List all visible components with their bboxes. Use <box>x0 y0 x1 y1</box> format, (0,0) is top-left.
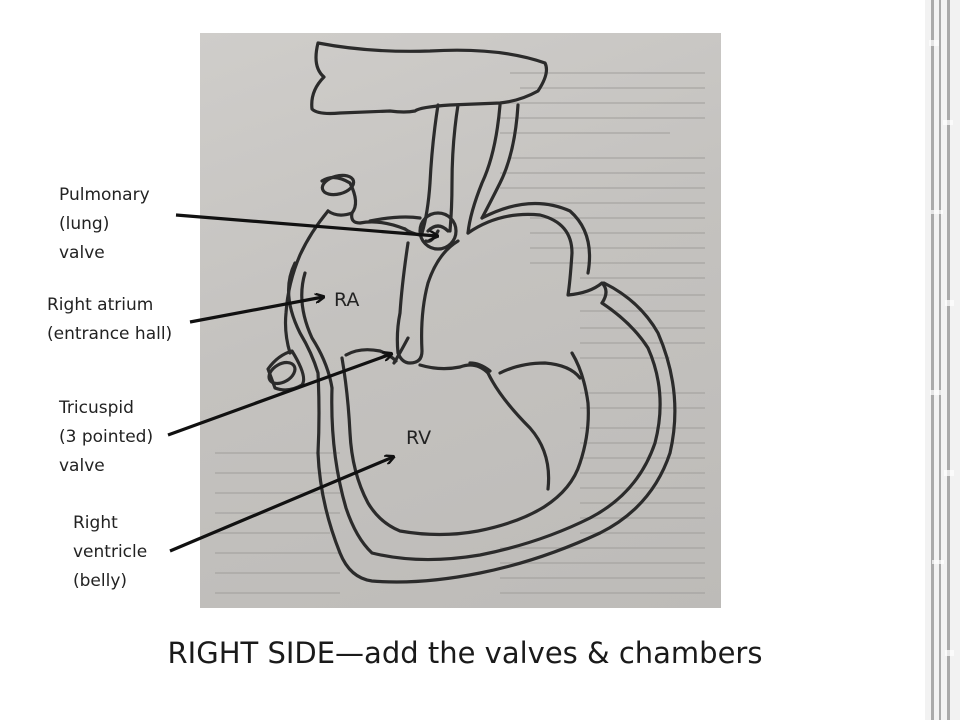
label-pulmonary-valve: Pulmonary (lung) valve <box>59 181 150 268</box>
label-pulmonary-valve-line-2: (lung) <box>59 214 110 234</box>
label-right-atrium-line-1: Right atrium <box>47 295 154 315</box>
heart-sketch-photo: RA RV <box>200 33 721 608</box>
label-tricuspid-valve-line-3: valve <box>59 456 105 476</box>
pulmonary-artery-outline <box>310 41 549 116</box>
septum-outline <box>395 239 460 365</box>
label-right-atrium-line-2: (entrance hall) <box>47 324 173 344</box>
label-tricuspid-valve-line-2: (3 pointed) <box>59 427 154 447</box>
chamber-label-ra: RA <box>334 289 360 311</box>
chamber-label-rv: RV <box>406 427 432 449</box>
label-right-atrium: Right atrium (entrance hall) <box>47 291 172 349</box>
heart-drawing <box>266 41 677 584</box>
heart-outer-border <box>316 281 677 584</box>
label-tricuspid-valve: Tricuspid (3 pointed) valve <box>59 394 153 481</box>
edge-texture <box>925 0 960 720</box>
label-tricuspid-valve-line-1: Tricuspid <box>59 398 134 418</box>
label-right-ventricle-line-2: ventricle <box>73 542 148 562</box>
aorta-outline <box>466 103 502 235</box>
label-pulmonary-valve-line-1: Pulmonary <box>59 185 150 205</box>
label-right-ventricle-line-3: (belly) <box>73 571 128 591</box>
slide-caption: RIGHT SIDE—add the valves & chambers <box>167 636 763 670</box>
decorative-edge-strip <box>925 0 960 720</box>
label-right-ventricle: Right ventricle (belly) <box>73 509 147 596</box>
label-right-ventricle-line-1: Right <box>73 513 118 533</box>
vena-cava-superior-outline <box>320 175 358 217</box>
label-pulmonary-valve-line-3: valve <box>59 243 105 263</box>
